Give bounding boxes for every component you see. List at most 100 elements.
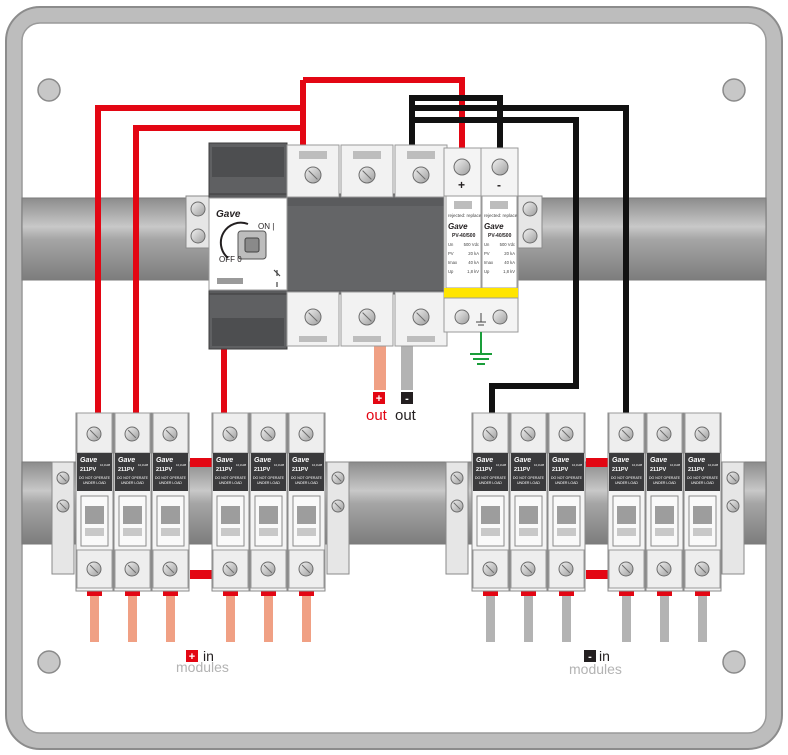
surge-spec-key: Up [448, 269, 454, 274]
ground-mark-icon [476, 313, 486, 326]
fuse-model-label: 211PV [254, 467, 271, 473]
svg-text:-: - [588, 651, 592, 663]
fuse-warning-line1: DO NOT OPERATE [687, 476, 719, 480]
screw-icon [522, 201, 538, 217]
screw-icon [412, 166, 430, 184]
switch-symbol-icon [273, 269, 281, 287]
fuse-warning-line1: DO NOT OPERATE [475, 476, 507, 480]
brand-logo: Gave [448, 222, 468, 231]
brand-logo: Gave [254, 457, 271, 464]
screw-icon [482, 561, 498, 577]
screw-icon [522, 228, 538, 244]
brand-logo: Gave [292, 457, 309, 464]
input-cable [166, 590, 175, 642]
svg-text:out: out [366, 407, 388, 424]
fuse-label-panel [251, 453, 286, 491]
screw-icon [694, 426, 710, 442]
fuse-label-panel [473, 453, 508, 491]
brand-logo: Gave [156, 457, 173, 464]
positive-wire [303, 77, 465, 148]
brand-logo: Gave [216, 209, 241, 220]
surge-spec-value: 500 Vdc [500, 242, 515, 247]
screw-icon [492, 309, 508, 325]
input-cable [302, 590, 311, 642]
positive-output-label: + out [366, 392, 388, 424]
input-cable [698, 590, 707, 642]
cable-lug [619, 588, 634, 596]
screw-icon [56, 471, 70, 485]
fuse-warning-line1: DO NOT OPERATE [513, 476, 545, 480]
brand-logo: Gave [484, 222, 504, 231]
fuse-warning-line2: UNDER LOAD [615, 481, 638, 485]
negative-bridge [586, 570, 608, 579]
fuse-rating-label: 10,3x38 [670, 463, 680, 467]
switch-terminal-top [286, 144, 340, 198]
brand-logo: Gave [216, 457, 233, 464]
minus-terminal-label: - [497, 178, 501, 192]
fuse-warning-line1: DO NOT OPERATE [253, 476, 285, 480]
rail-clip [721, 461, 745, 575]
fuse-warning-line2: UNDER LOAD [479, 481, 502, 485]
surge-spec-value: 500 Vdc [464, 242, 479, 247]
negative-wire [412, 105, 629, 413]
fuse-label-panel [115, 453, 150, 491]
fuse-model-label: 211PV [688, 467, 705, 473]
cable-lug [657, 588, 672, 596]
rotation-arc-icon [219, 221, 249, 259]
screw-icon [298, 561, 314, 577]
screw-icon [412, 308, 430, 326]
surge-spec-key: PV [448, 251, 454, 256]
brand-logo: Gave [612, 457, 629, 464]
fuse-warning-line2: UNDER LOAD [517, 481, 540, 485]
negative-bridge [586, 458, 608, 467]
screw-icon [618, 561, 634, 577]
screw-icon [304, 308, 322, 326]
mounting-hole-icon [37, 78, 61, 102]
replace-label: rejected: replace [484, 213, 518, 218]
screw-icon [491, 158, 509, 176]
fuse-rating-label: 10,3x38 [534, 463, 544, 467]
svg-text:out: out [395, 407, 417, 424]
screw-icon [656, 561, 672, 577]
surge-spec-value: 40 kA [468, 260, 479, 265]
brand-logo: Gave [80, 457, 97, 464]
screw-icon [482, 426, 498, 442]
screw-icon [726, 471, 740, 485]
fuse-model-label: 211PV [476, 467, 493, 473]
fuse-model-label: 211PV [612, 467, 629, 473]
svg-text:+: + [189, 651, 195, 663]
fuse-warning-line1: DO NOT OPERATE [291, 476, 323, 480]
surge-model-label: PV-40/500 [452, 233, 476, 239]
cable-lug [483, 588, 498, 596]
positive-wire [133, 125, 303, 413]
fuse-warning-line1: DO NOT OPERATE [551, 476, 583, 480]
positive-output-cable [374, 345, 386, 390]
screw-icon [190, 228, 206, 244]
fuse-rating-label: 10,3x38 [138, 463, 148, 467]
fuse-model-label: 211PV [156, 467, 173, 473]
switch-terminal-bottom [340, 291, 394, 347]
fuse-warning-line1: DO NOT OPERATE [611, 476, 643, 480]
screw-icon [162, 426, 178, 442]
screw-icon [558, 426, 574, 442]
surge-spec-key: Up [484, 269, 490, 274]
cable-lug [695, 588, 710, 596]
input-cable [264, 590, 273, 642]
screw-icon [124, 561, 140, 577]
status-window [217, 278, 243, 284]
brand-logo: Gave [650, 457, 667, 464]
surge-spec-key: Un [448, 242, 454, 247]
